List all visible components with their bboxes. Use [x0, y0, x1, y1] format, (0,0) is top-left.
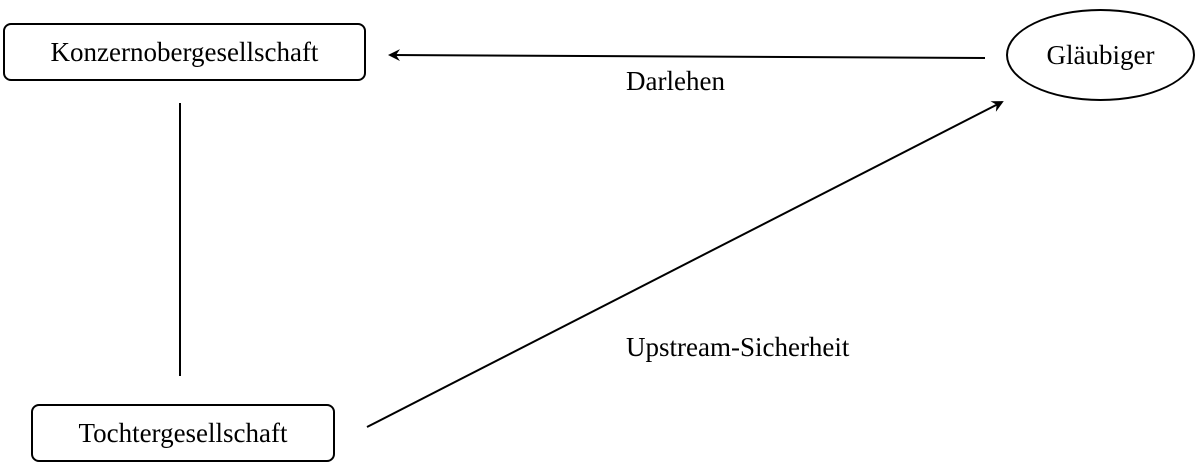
loan-arrow	[388, 49, 986, 62]
upstream-security-arrow	[366, 101, 1004, 428]
edge-label-upstream-security: Upstream-Sicherheit	[626, 332, 850, 362]
edge-label-loan: Darlehen	[626, 66, 725, 96]
node-label-parent: Konzernobergesellschaft	[50, 36, 319, 67]
node-label-subsidiary: Tochtergesellschaft	[78, 417, 288, 448]
node-tochtergesellschaft: Tochtergesellschaft	[31, 404, 335, 462]
node-konzernobergesellschaft: Konzernobergesellschaft	[3, 23, 366, 81]
node-label-creditor: Gläubiger	[1046, 39, 1155, 70]
node-glaeubiger: Gläubiger	[1006, 9, 1195, 101]
